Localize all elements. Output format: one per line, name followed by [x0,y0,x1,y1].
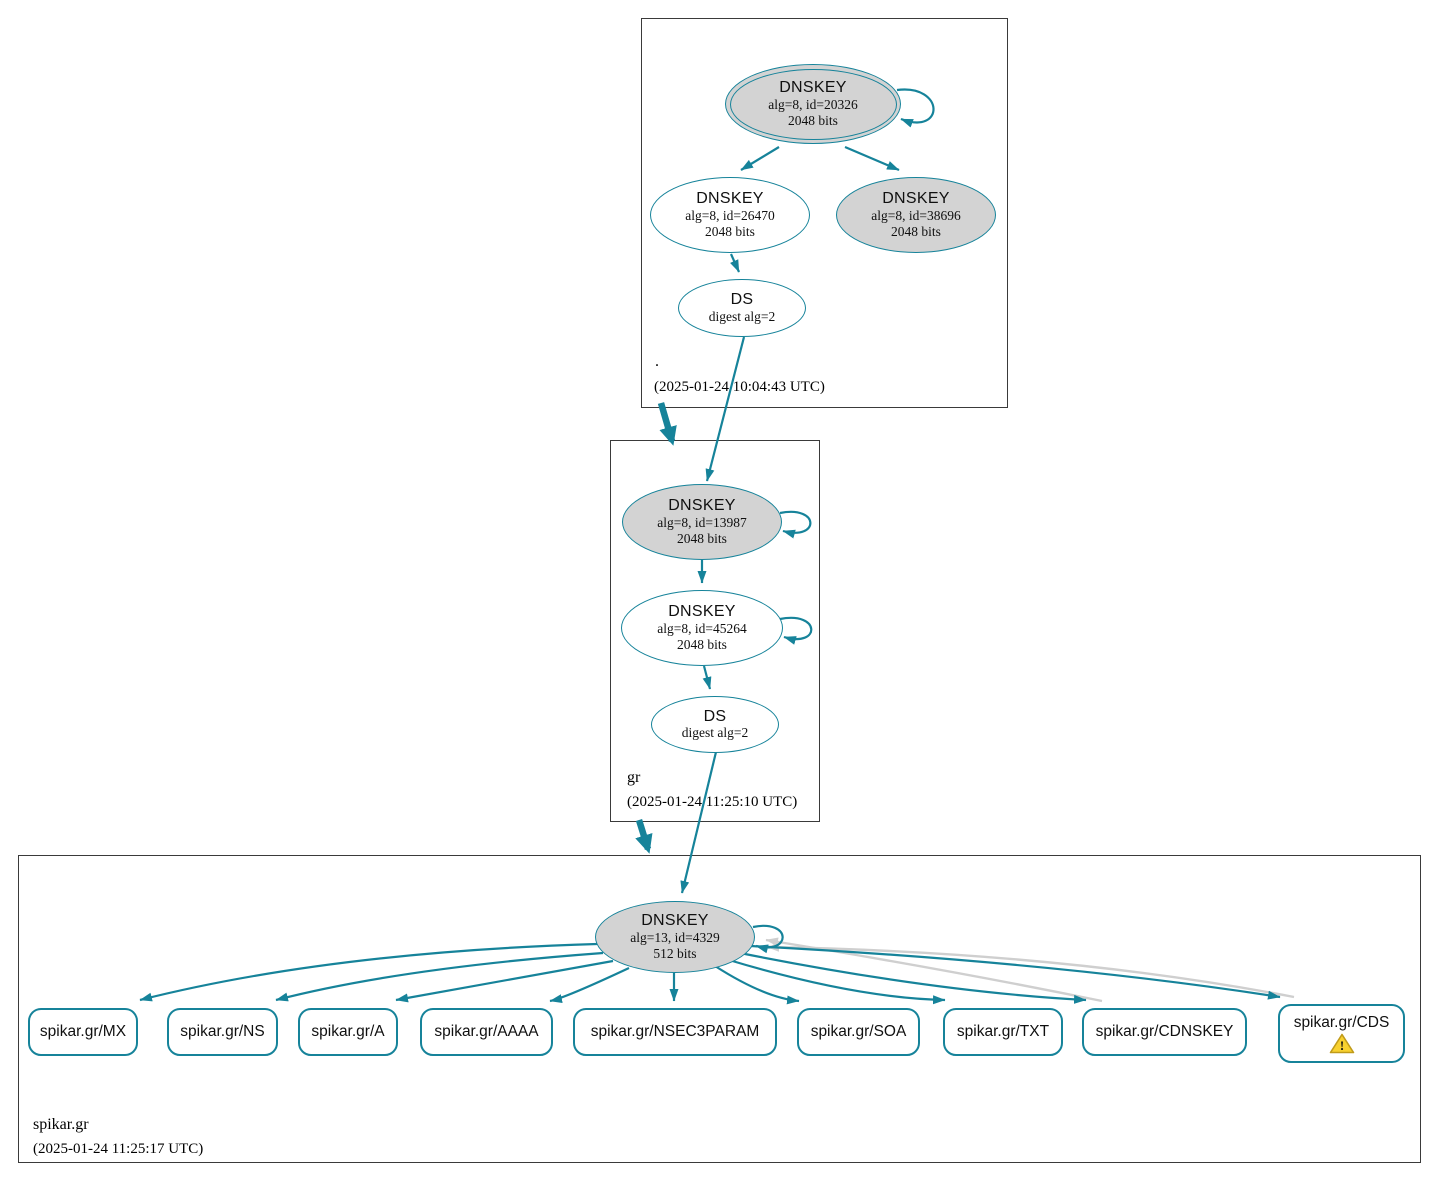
node-bits: 512 bits [653,945,697,961]
svg-text:!: ! [1339,1038,1343,1053]
rrset-soa[interactable]: spikar.gr/SOA [797,1008,920,1056]
node-title: DS [730,291,754,309]
zone-label-spikar-gr: spikar.gr [33,1116,89,1133]
zone-timestamp-root: (2025-01-24 10:04:43 UTC) [654,379,825,395]
node-bits: 2048 bits [705,223,755,239]
warning-icon: ! [1329,1033,1355,1054]
rrset-a[interactable]: spikar.gr/A [298,1008,398,1056]
rrset-label: spikar.gr/TXT [956,1023,1050,1040]
node-detail: alg=8, id=13987 [657,515,747,531]
ds-root[interactable]: DS digest alg=2 [678,279,806,337]
rrset-label: spikar.gr/AAAA [434,1023,539,1040]
rrset-aaaa[interactable]: spikar.gr/AAAA [420,1008,553,1056]
node-title: DNSKEY [882,190,950,208]
rrset-ns[interactable]: spikar.gr/NS [167,1008,278,1056]
node-detail: digest alg=2 [708,308,776,324]
rrset-label: spikar.gr/CDNSKEY [1095,1023,1234,1040]
node-title: DNSKEY [641,912,709,930]
dnskey-gr-zsk[interactable]: DNSKEY alg=8, id=45264 2048 bits [621,590,783,666]
rrset-cds[interactable]: spikar.gr/CDS ! [1278,1004,1405,1063]
node-detail: alg=13, id=4329 [630,930,720,946]
rrset-label: spikar.gr/NSEC3PARAM [590,1023,760,1040]
node-bits: 2048 bits [891,223,941,239]
rrset-label: spikar.gr/NS [180,1023,265,1040]
rrset-label: spikar.gr/MX [39,1023,127,1040]
dnskey-root-ksk[interactable]: DNSKEY alg=8, id=20326 2048 bits [725,64,901,144]
node-title: DNSKEY [779,79,847,97]
dnskey-spikar-gr[interactable]: DNSKEY alg=13, id=4329 512 bits [595,901,755,973]
node-title: DS [703,707,727,725]
node-detail: alg=8, id=26470 [685,208,775,224]
dnskey-gr-ksk[interactable]: DNSKEY alg=8, id=13987 2048 bits [622,484,782,560]
rrset-txt[interactable]: spikar.gr/TXT [943,1008,1063,1056]
rrset-label: spikar.gr/SOA [810,1023,907,1040]
rrset-mx[interactable]: spikar.gr/MX [28,1008,138,1056]
rrset-cdnskey[interactable]: spikar.gr/CDNSKEY [1082,1008,1247,1056]
zone-label-root: . [655,353,659,370]
rrset-label: spikar.gr/CDS [1293,1013,1390,1031]
node-bits: 2048 bits [788,112,838,128]
ds-gr[interactable]: DS digest alg=2 [651,696,779,753]
node-detail: alg=8, id=38696 [871,208,961,224]
dnskey-root-ksk2[interactable]: DNSKEY alg=8, id=38696 2048 bits [836,177,996,253]
node-bits: 2048 bits [677,530,727,546]
node-detail: digest alg=2 [681,725,749,741]
rrset-nsec3param[interactable]: spikar.gr/NSEC3PARAM [573,1008,777,1056]
node-title: DNSKEY [668,497,736,515]
node-bits: 2048 bits [677,636,727,652]
zone-label-gr: gr [627,769,641,786]
rrset-label: spikar.gr/A [311,1023,385,1040]
zone-timestamp-spikar-gr: (2025-01-24 11:25:17 UTC) [33,1141,204,1157]
node-title: DNSKEY [668,603,736,621]
zone-timestamp-gr: (2025-01-24 11:25:10 UTC) [627,794,798,810]
node-detail: alg=8, id=20326 [768,97,858,113]
dnskey-root-zsk[interactable]: DNSKEY alg=8, id=26470 2048 bits [650,177,810,253]
node-detail: alg=8, id=45264 [657,621,747,637]
node-title: DNSKEY [696,190,764,208]
